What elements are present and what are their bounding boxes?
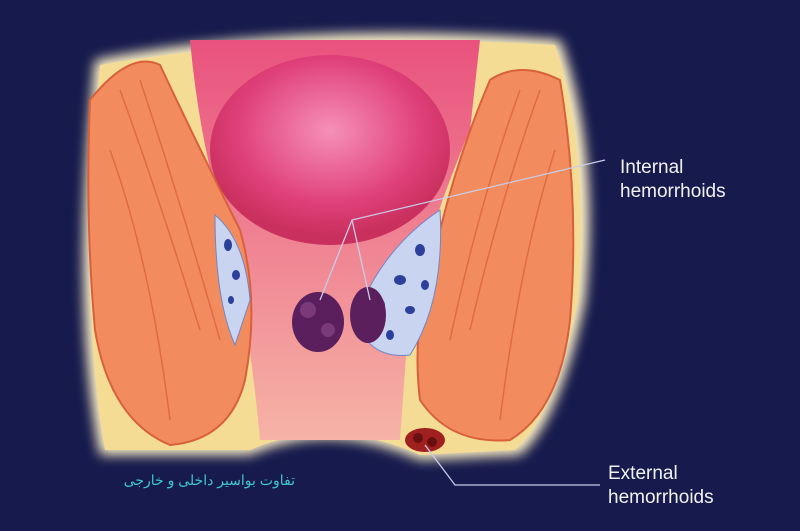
label-line: hemorrhoids	[620, 181, 726, 202]
right-sphincter-muscle	[416, 69, 575, 442]
external-hemorrhoid	[405, 428, 445, 452]
internal-hemorrhoids-label: Internal hemorrhoids	[620, 156, 726, 204]
left-sphincter-muscle	[87, 60, 253, 447]
label-line: External	[608, 463, 678, 484]
external-hemorrhoids-label: External hemorrhoids	[608, 462, 714, 510]
external-leader	[424, 444, 600, 486]
rectal-ampulla	[210, 55, 450, 245]
internal-hemorrhoid-left	[292, 292, 344, 352]
label-line: hemorrhoids	[608, 487, 714, 508]
left-vein-plexus	[214, 213, 251, 347]
internal-hemorrhoid-right	[350, 287, 386, 343]
leader-lines	[319, 159, 606, 486]
label-line: Internal	[620, 157, 684, 178]
persian-caption: تفاوت بواسیر داخلی و خارجی	[123, 472, 295, 488]
